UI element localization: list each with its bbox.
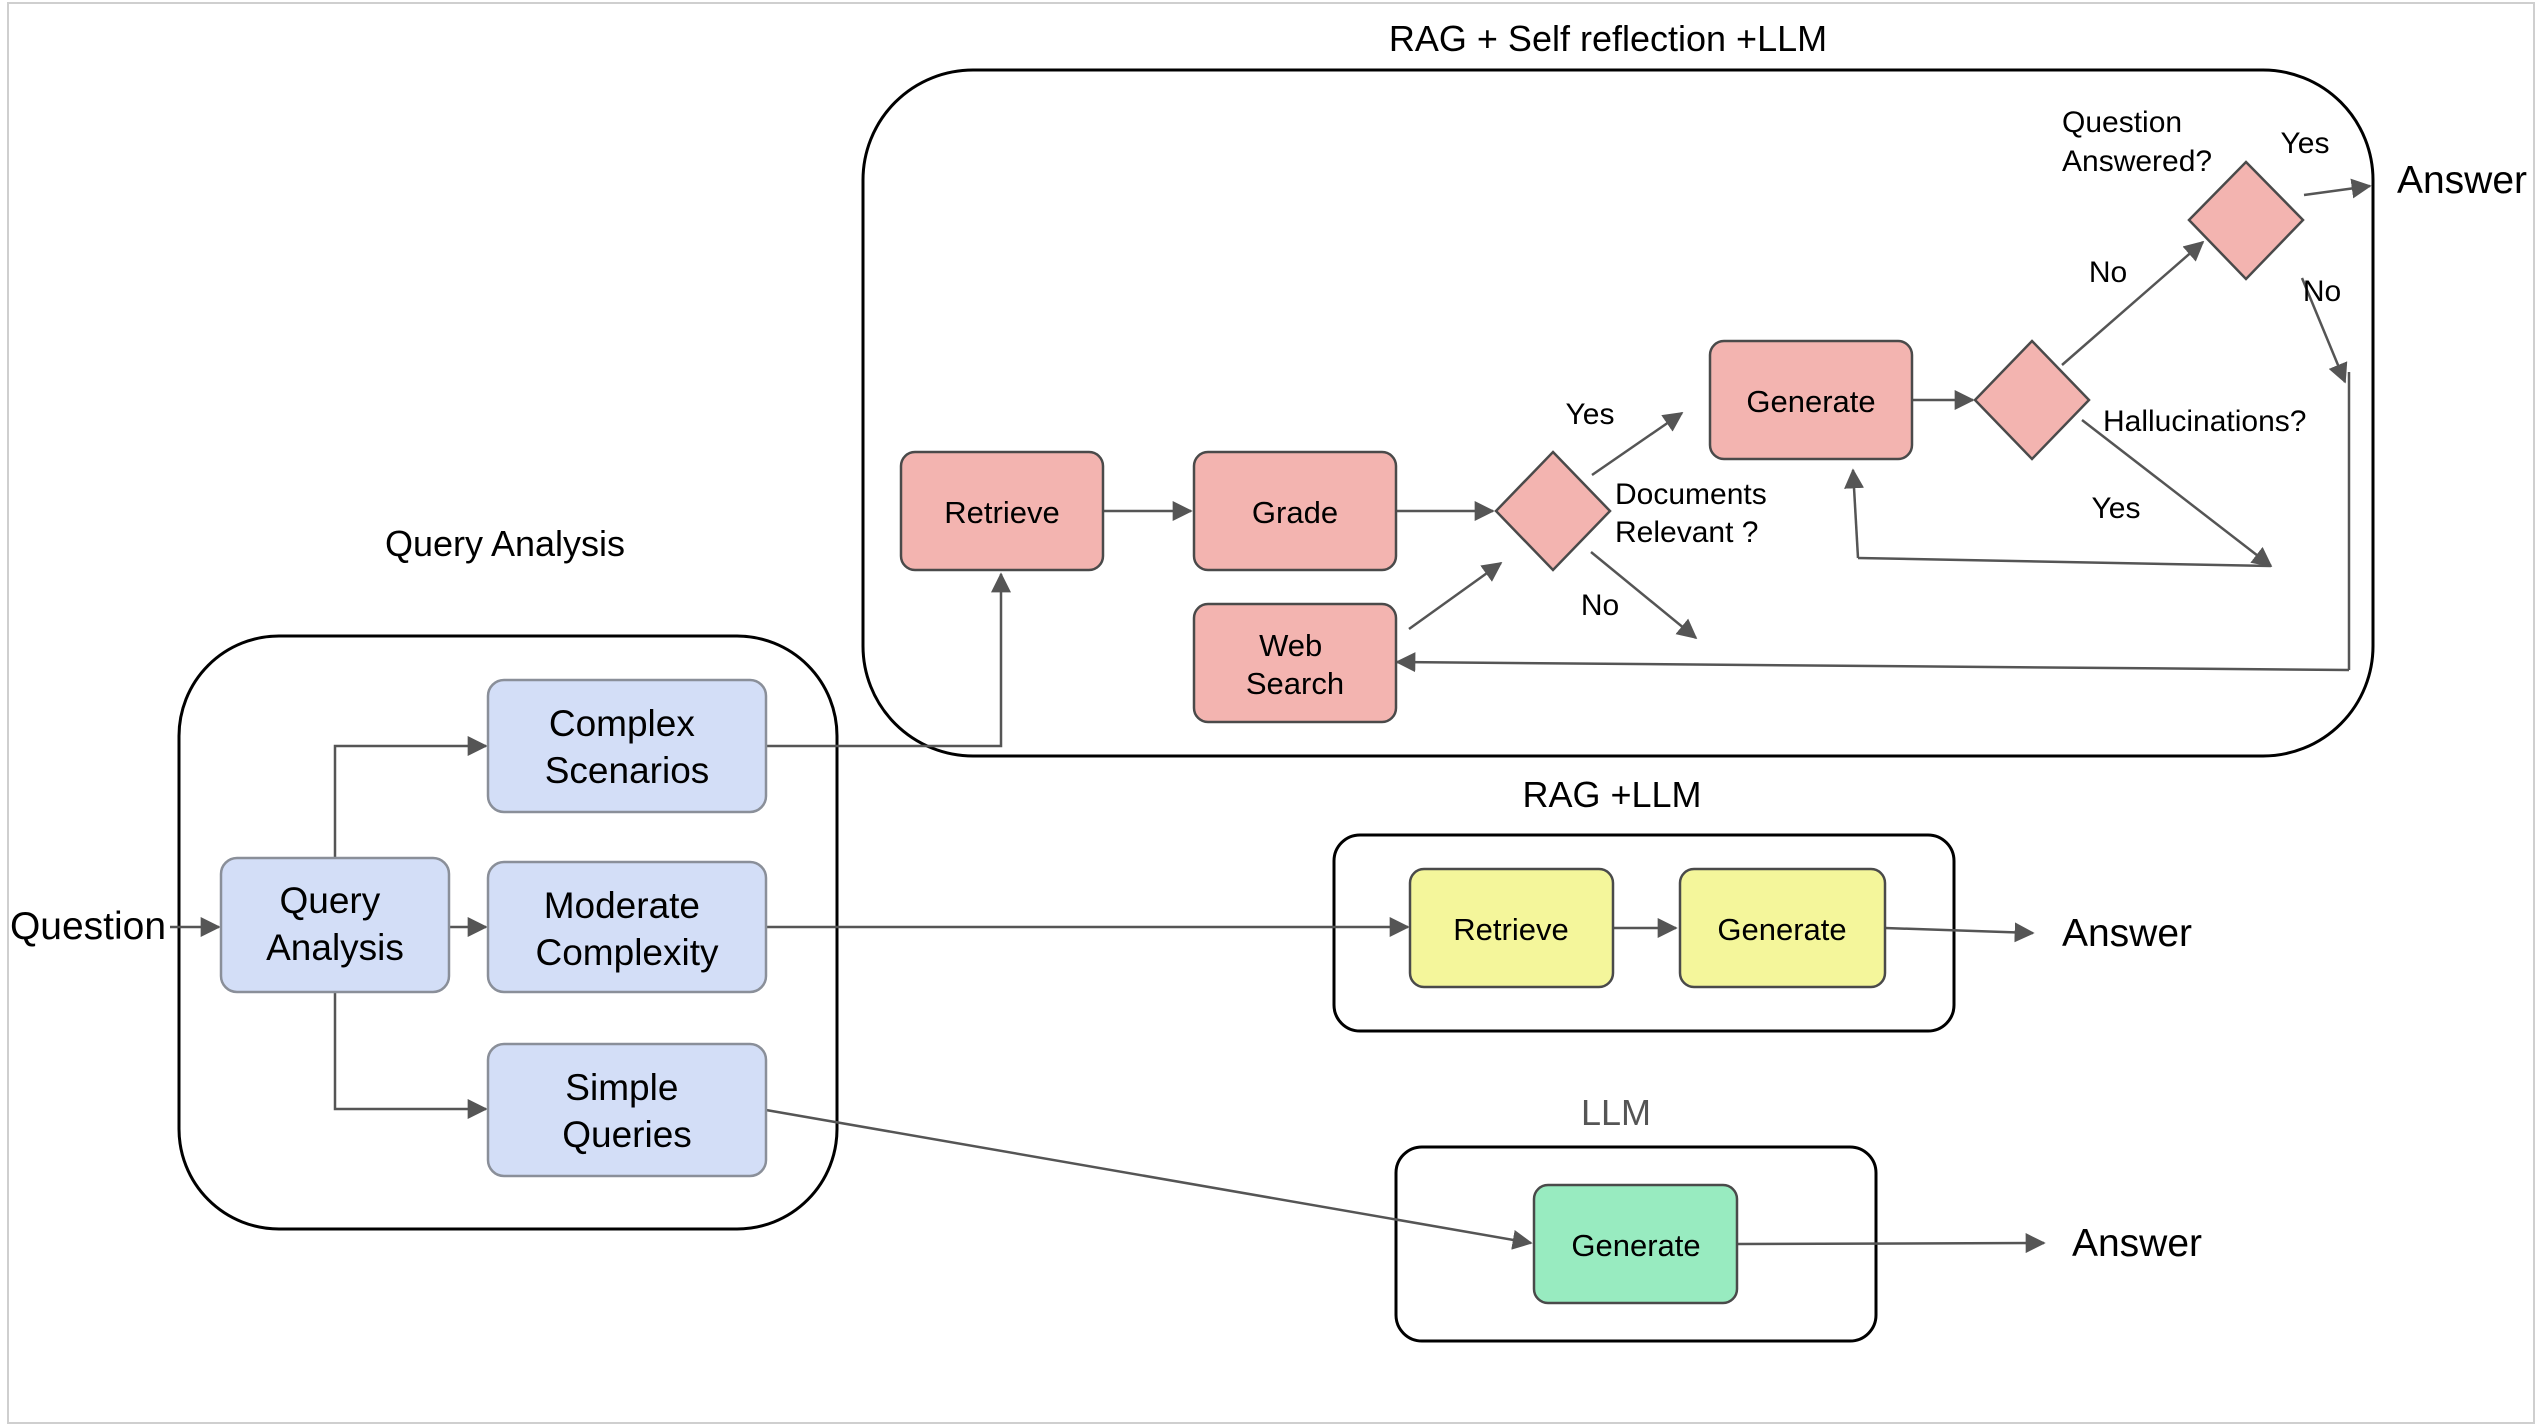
rag-llm-title: RAG +LLM bbox=[1522, 774, 1701, 815]
self-reflection-grade-label: Grade bbox=[1252, 495, 1338, 530]
edge-answered-yes-to-answer bbox=[2303, 178, 2372, 199]
svg-text:Complex Scenarios: Complex Scenarios bbox=[545, 703, 710, 791]
rag-llm-group bbox=[1332, 833, 1956, 1033]
edge-hallucination-return-to-generate bbox=[1844, 468, 1865, 559]
moderate-complexity-node: Moderate Complexity bbox=[486, 860, 768, 994]
relevant-no-label: No bbox=[1581, 589, 1619, 622]
question-answered-line-1: Question bbox=[2062, 106, 2182, 139]
edge-answered-no-to-web-search bbox=[1395, 652, 2350, 673]
svg-text:Moderate Complexity: Moderate Complexity bbox=[536, 885, 719, 973]
documents-relevant-label: Documents Relevant ? bbox=[1615, 478, 1775, 549]
self-reflection-generate-label: Generate bbox=[1746, 384, 1875, 419]
relevant-yes-label: Yes bbox=[1566, 398, 1615, 431]
edge-web-search-to-relevance-check bbox=[1408, 561, 1503, 631]
rag-retrieve-label: Retrieve bbox=[1453, 912, 1568, 947]
hallucinations-no-label: No bbox=[2089, 256, 2127, 289]
rag-self-reflection-title: RAG + Self reflection +LLM bbox=[1389, 18, 1827, 59]
llm-generate-node: Generate bbox=[1532, 1183, 1739, 1305]
query-analysis-group bbox=[177, 634, 839, 1231]
documents-relevant-line-1: Documents bbox=[1615, 478, 1767, 511]
web-search-line-2: Search bbox=[1246, 666, 1344, 701]
edge-hallucinations-no-to-answered-check bbox=[2061, 240, 2205, 366]
self-reflection-answer-label: Answer bbox=[2397, 159, 2527, 202]
moderate-complexity-line-2: Complexity bbox=[536, 932, 719, 973]
hallucinations-label: Hallucinations? bbox=[2103, 405, 2306, 438]
edge-complex-to-retrieve bbox=[766, 572, 1011, 748]
edge-query-analysis-to-complex bbox=[333, 736, 488, 858]
llm-generate-label: Generate bbox=[1571, 1228, 1700, 1263]
simple-queries-line-2: Queries bbox=[562, 1114, 692, 1155]
image-border bbox=[7, 2, 2535, 1424]
self-reflection-generate-node: Generate bbox=[1708, 339, 1914, 461]
moderate-complexity-line-1: Moderate bbox=[544, 885, 700, 926]
simple-queries-line-1: Simple bbox=[565, 1067, 678, 1108]
rag-answer-label: Answer bbox=[2062, 912, 2192, 955]
edge-relevance-yes-to-generate bbox=[1591, 411, 1684, 477]
query-analysis-node: Query Analysis bbox=[219, 856, 451, 994]
query-analysis-title: Query Analysis bbox=[385, 523, 625, 564]
simple-queries-node: Simple Queries bbox=[486, 1042, 768, 1178]
documents-relevant-diamond bbox=[1494, 450, 1612, 572]
question-answered-label: Question Answered? bbox=[2062, 106, 2212, 178]
llm-title: LLM bbox=[1581, 1092, 1651, 1133]
hallucinations-yes-label: Yes bbox=[2092, 492, 2141, 525]
edge-rag-generate-to-answer bbox=[1884, 922, 2035, 943]
edge-answered-no bbox=[2300, 277, 2348, 384]
complex-scenarios-node: Complex Scenarios bbox=[486, 678, 768, 814]
complex-scenarios-line-1: Complex bbox=[549, 703, 695, 744]
svg-text:Simple Queries: Simple Queries bbox=[562, 1067, 692, 1155]
edge-relevance-no bbox=[1590, 551, 1698, 640]
rag-self-reflection-group bbox=[861, 68, 2375, 758]
query-analysis-line-2: Analysis bbox=[266, 927, 404, 968]
rag-generate-label: Generate bbox=[1717, 912, 1846, 947]
self-reflection-grade-node: Grade bbox=[1192, 450, 1398, 572]
edge-hallucination-return-line bbox=[1857, 556, 2272, 568]
question-answered-line-2: Answered? bbox=[2062, 145, 2212, 178]
svg-text:Query Analysis: Query Analysis bbox=[266, 880, 404, 968]
edge-llm-generate-to-answer bbox=[1736, 1233, 2046, 1254]
query-analysis-line-1: Query bbox=[279, 880, 380, 921]
llm-answer-label: Answer bbox=[2072, 1222, 2202, 1265]
rag-retrieve-node: Retrieve bbox=[1408, 867, 1615, 989]
self-reflection-web-search-node: Web Search bbox=[1192, 602, 1398, 724]
edge-query-analysis-to-simple bbox=[333, 992, 488, 1119]
svg-text:Web Search: Web Search bbox=[1246, 628, 1344, 701]
hallucinations-diamond bbox=[1973, 339, 2091, 461]
self-reflection-retrieve-node: Retrieve bbox=[899, 450, 1105, 572]
complex-scenarios-line-2: Scenarios bbox=[545, 750, 710, 791]
documents-relevant-line-2: Relevant ? bbox=[1615, 516, 1758, 549]
edge-simple-to-llm-generate bbox=[765, 1108, 1533, 1250]
rag-generate-node: Generate bbox=[1678, 867, 1887, 989]
answered-no-label: No bbox=[2303, 275, 2341, 308]
question-answered-diamond bbox=[2187, 160, 2305, 281]
self-reflection-retrieve-label: Retrieve bbox=[944, 495, 1059, 530]
question-label: Question bbox=[10, 905, 166, 948]
web-search-line-1: Web bbox=[1259, 628, 1322, 663]
answered-yes-label: Yes bbox=[2281, 127, 2330, 160]
edge-hallucinations-yes bbox=[2081, 419, 2273, 568]
